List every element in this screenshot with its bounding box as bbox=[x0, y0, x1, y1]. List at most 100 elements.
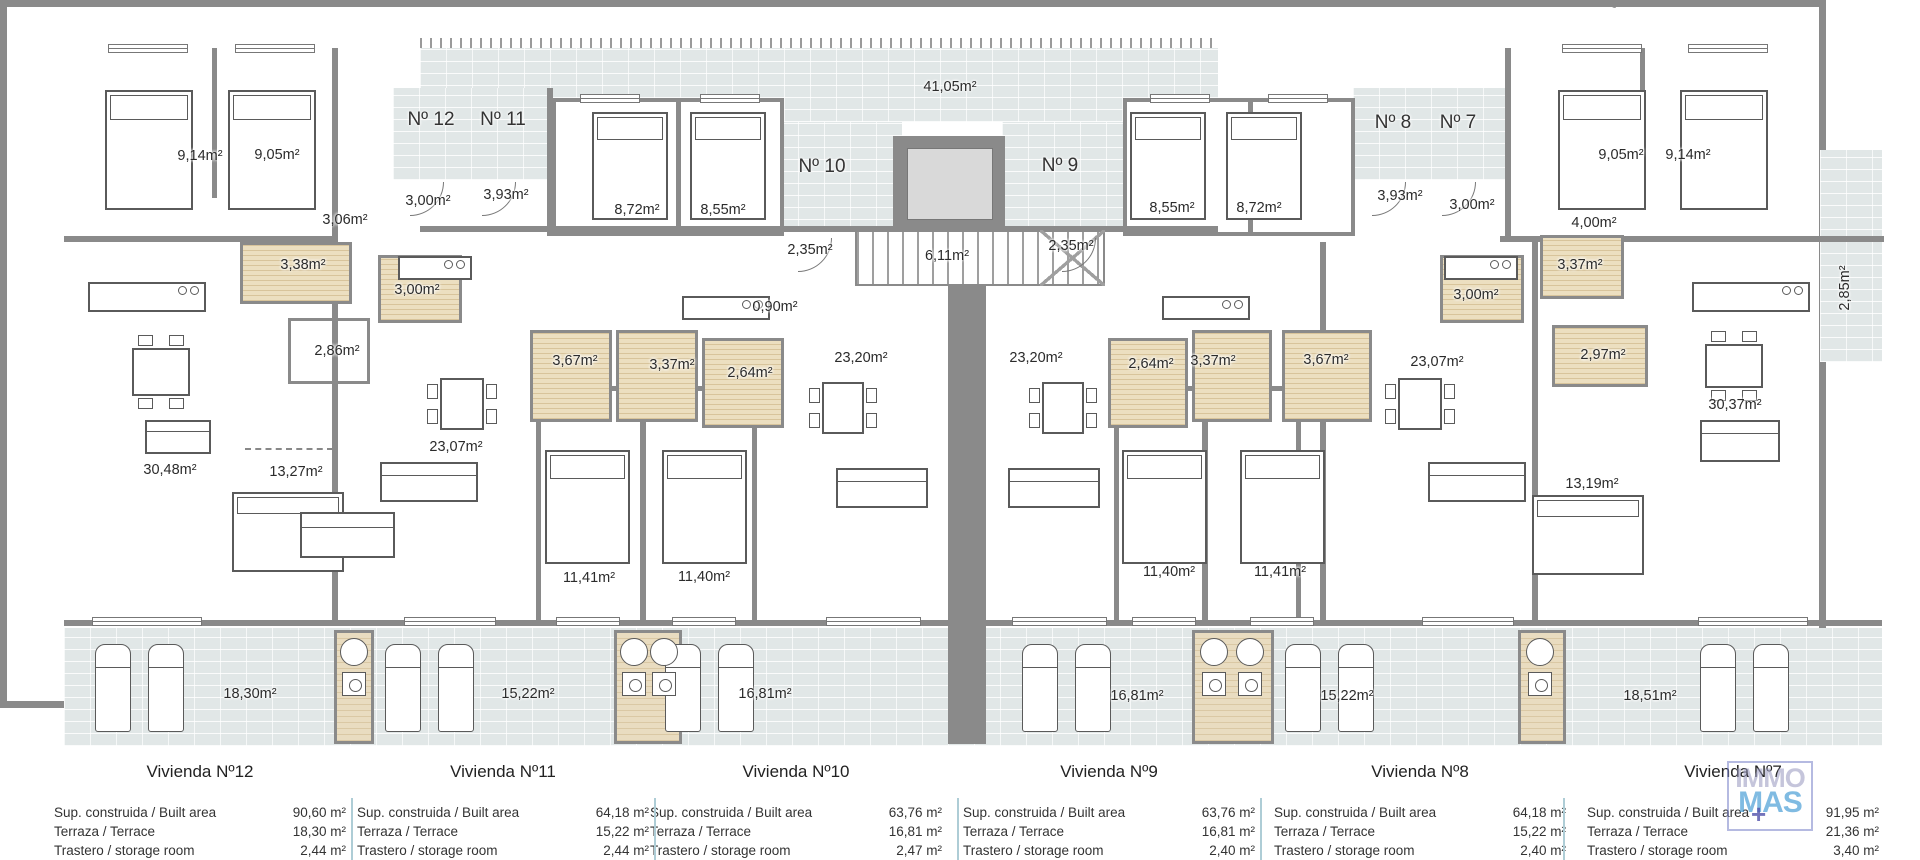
sun-lounger bbox=[95, 644, 131, 732]
sun-lounger bbox=[1022, 644, 1058, 732]
dining-table bbox=[1705, 344, 1763, 388]
sun-lounger bbox=[385, 644, 421, 732]
interior-wall bbox=[1500, 236, 1884, 242]
room-area-label: 41,05m² bbox=[923, 79, 977, 95]
dining-table bbox=[1398, 378, 1442, 430]
room-area-label: 2,86m² bbox=[314, 343, 360, 359]
sofa-furniture bbox=[1008, 468, 1100, 508]
logo-plus-icon: + bbox=[1751, 799, 1767, 829]
sofa-furniture bbox=[1700, 420, 1780, 462]
bathroom-floor bbox=[530, 330, 612, 422]
sofa-furniture bbox=[145, 420, 211, 454]
burner bbox=[1490, 260, 1499, 269]
room-area-label: 3,67m² bbox=[552, 353, 598, 369]
sun-lounger bbox=[438, 644, 474, 732]
window bbox=[580, 94, 640, 103]
dining-table bbox=[440, 378, 484, 430]
unit-number-label: Nº 10 bbox=[798, 156, 846, 177]
window bbox=[1688, 44, 1768, 53]
chair bbox=[486, 384, 497, 399]
room-area-label: 18,30m² bbox=[223, 686, 277, 702]
room-area-label: 3,00m² bbox=[405, 193, 451, 209]
burner bbox=[1222, 300, 1231, 309]
room-area-label: 3,93m² bbox=[1377, 188, 1423, 204]
unit-number-label: Nº 7 bbox=[1439, 112, 1477, 133]
water-heater bbox=[1236, 638, 1264, 666]
interior-wall bbox=[332, 242, 338, 626]
burner bbox=[1794, 286, 1803, 295]
chair bbox=[1444, 384, 1455, 399]
washing-machine bbox=[1238, 672, 1262, 696]
sun-lounger bbox=[1338, 644, 1374, 732]
room-area-label: 18,51m² bbox=[1623, 688, 1677, 704]
room-area-label: 23,20m² bbox=[1009, 350, 1063, 366]
washing-machine bbox=[342, 672, 366, 696]
room-area-label: 2,64m² bbox=[727, 365, 773, 381]
room-area-label: 9,14m² bbox=[177, 148, 223, 164]
room-area-label: 3,37m² bbox=[649, 357, 695, 373]
room-area-label: 3,06m² bbox=[322, 212, 368, 228]
logo-mas-text: MAS bbox=[1738, 786, 1803, 819]
unit-number-label: Nº 12 bbox=[407, 109, 455, 130]
room-area-label: 11,40m² bbox=[677, 569, 731, 585]
water-heater bbox=[620, 638, 648, 666]
bathroom-floor bbox=[702, 338, 784, 428]
room-area-label: 8,72m² bbox=[1236, 200, 1282, 216]
interior-wall bbox=[676, 98, 681, 236]
bed-furniture bbox=[690, 112, 766, 220]
room-area-label: 9,05m² bbox=[254, 147, 300, 163]
room-area-label: 3,93m² bbox=[483, 187, 529, 203]
room-area-label: 8,55m² bbox=[700, 202, 746, 218]
room-area-label: 23,07m² bbox=[429, 439, 483, 455]
room-area-label: 4,00m² bbox=[1571, 215, 1617, 231]
bed-furniture bbox=[228, 90, 316, 210]
room-area-label: 2,35m² bbox=[787, 242, 833, 258]
chair bbox=[427, 384, 438, 399]
burner bbox=[1782, 286, 1791, 295]
terrace-floor bbox=[772, 122, 902, 232]
bed-furniture bbox=[662, 450, 747, 564]
room-area-label: 3,67m² bbox=[1303, 352, 1349, 368]
terrace-floor bbox=[393, 88, 549, 180]
room-area-label: 13,19m² bbox=[1565, 476, 1619, 492]
room-area-label: 9,14m² bbox=[1665, 147, 1711, 163]
interior-wall bbox=[536, 392, 541, 626]
elevator-cab bbox=[907, 148, 993, 220]
room-area-label: 3,37m² bbox=[1190, 353, 1236, 369]
window bbox=[1132, 617, 1196, 626]
window bbox=[235, 44, 315, 53]
window bbox=[672, 617, 736, 626]
bathroom-floor bbox=[1540, 235, 1624, 299]
window bbox=[92, 617, 202, 626]
logo-immo-text: IMMO bbox=[1735, 763, 1806, 793]
interior-wall bbox=[640, 392, 646, 626]
hall-room bbox=[288, 318, 370, 384]
chair bbox=[1742, 331, 1757, 342]
sofa-furniture bbox=[836, 468, 928, 508]
burner bbox=[1502, 260, 1511, 269]
washing-machine bbox=[1202, 672, 1226, 696]
dining-table bbox=[1042, 382, 1084, 434]
unit-number-label: Nº 9 bbox=[1041, 155, 1079, 176]
kitchen-counter bbox=[1692, 282, 1810, 312]
room-area-label: 3,00m² bbox=[394, 282, 440, 298]
watermark-logo: IMMO MAS + bbox=[1727, 761, 1813, 831]
interior-wall bbox=[1532, 242, 1538, 626]
room-area-label: 6,11m² bbox=[924, 248, 970, 264]
window bbox=[404, 617, 496, 626]
sofa-furniture bbox=[300, 512, 395, 558]
sofa-furniture bbox=[380, 462, 478, 502]
chair bbox=[1385, 384, 1396, 399]
window bbox=[700, 94, 760, 103]
unit-number-label: Nº 8 bbox=[1374, 112, 1412, 133]
window bbox=[1562, 44, 1642, 53]
chair bbox=[169, 398, 184, 409]
interior-wall bbox=[1114, 392, 1119, 626]
window bbox=[1012, 617, 1107, 626]
room-area-label: 9,05m² bbox=[1598, 147, 1644, 163]
bathroom-floor bbox=[1192, 330, 1272, 422]
chair bbox=[1742, 390, 1757, 401]
chair bbox=[138, 398, 153, 409]
